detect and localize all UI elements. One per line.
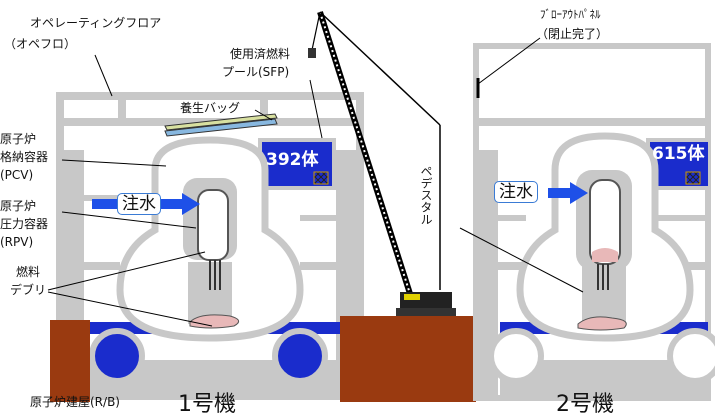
rpv-label-line3: (RPV) <box>0 235 34 249</box>
unit2-fuel-debris <box>577 316 627 331</box>
unit1-torus-left <box>89 328 145 384</box>
unit1-torus-right <box>272 328 328 384</box>
unit2-name: 2号機 <box>556 392 614 417</box>
curing-bag-label: 養生バッグ <box>180 101 241 115</box>
unit1-rpv <box>183 178 237 290</box>
crawler-crane <box>308 11 476 402</box>
unit2-torus-left <box>488 328 544 384</box>
pcv-label-line2: 格納容器 <box>0 150 49 164</box>
operating-floor-label: オペレーティングフロア <box>30 16 162 30</box>
unit1-fuel-count: 392体 <box>266 150 319 170</box>
unit1-name: 1号機 <box>178 392 236 417</box>
fuel-debris-label-line1: 燃料 <box>16 265 41 279</box>
blowout-panel-label-line1: ﾌﾞﾛｰｱｳﾄﾊﾟﾈﾙ <box>540 8 601 21</box>
pcv-label-line1: 原子炉 <box>0 132 37 146</box>
blowout-panel-label-line2: （閉止完了） <box>536 27 609 41</box>
reactor-building-label: 原子炉建屋(R/B) <box>30 395 120 409</box>
unit1-fuel-debris <box>189 314 240 329</box>
sfp-label-line2: プール(SFP) <box>222 65 290 79</box>
curing-bag <box>164 113 278 137</box>
unit2-torus-right <box>667 328 715 384</box>
unit1-spent-fuel-pool <box>258 138 336 190</box>
unit1-water-injection-label: 注水 <box>117 193 161 215</box>
leader-lines <box>47 37 584 327</box>
unit2-fuel-count: 615体 <box>652 144 705 164</box>
pedestal-label: ペデスタル <box>419 165 433 225</box>
unit2-injection-arrow <box>548 182 588 204</box>
unit2-rpv <box>576 170 632 290</box>
operating-floor-abbr-label: （オペフロ） <box>4 37 77 51</box>
unit1-building <box>50 92 364 402</box>
unit2-building <box>473 43 715 401</box>
unit2-water-injection-label: 注水 <box>494 181 538 203</box>
pcv-label-line3: (PCV) <box>0 168 34 182</box>
sfp-label-line1: 使用済燃料 <box>230 47 291 61</box>
rpv-label-line2: 圧力容器 <box>0 217 49 231</box>
fuel-debris-label-line2: デブリ <box>10 283 47 297</box>
rpv-label-line1: 原子炉 <box>0 199 37 213</box>
